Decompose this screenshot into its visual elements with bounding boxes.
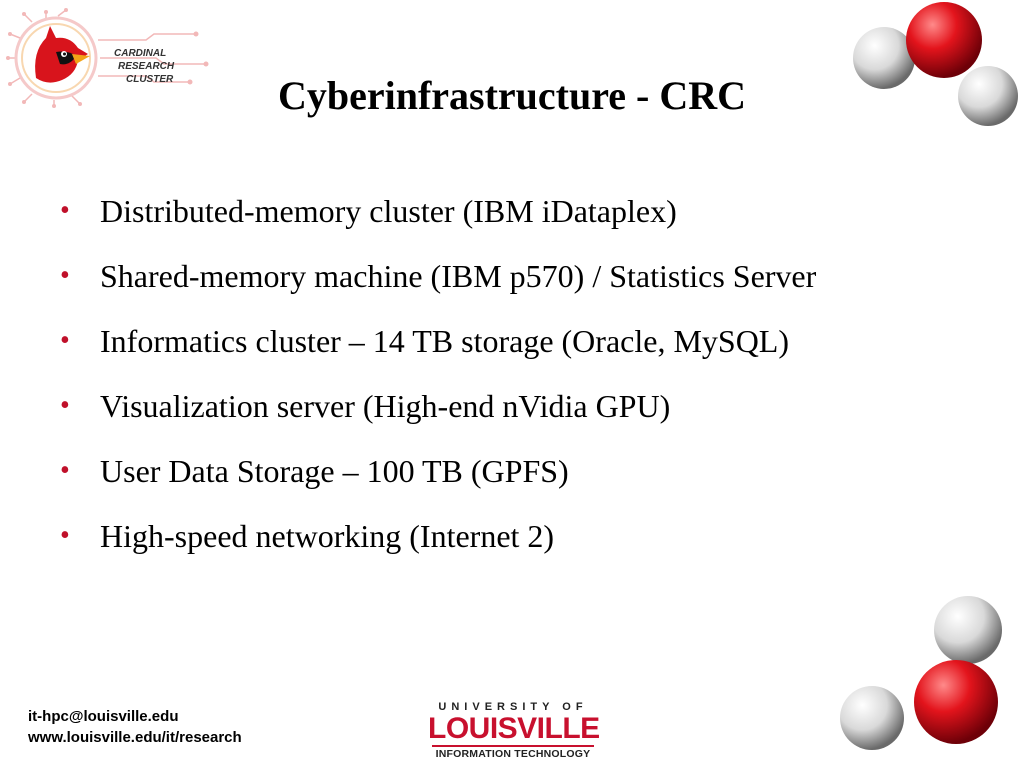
logo-text-research: RESEARCH: [118, 61, 175, 72]
bullet-list: • Distributed-memory cluster (IBM iDatap…: [58, 188, 978, 578]
bullet-text: High-speed networking (Internet 2): [100, 518, 555, 554]
logo-divider: [432, 745, 594, 747]
contact-url: www.louisville.edu/it/research: [28, 729, 242, 746]
bullet-item: • Visualization server (High-end nVidia …: [58, 383, 978, 429]
logo-text-cardinal: CARDINAL: [114, 48, 166, 59]
bullet-text: Informatics cluster – 14 TB storage (Ora…: [100, 323, 789, 359]
bullet-marker: •: [60, 260, 70, 291]
bullet-text: User Data Storage – 100 TB (GPFS): [100, 453, 569, 489]
bullet-text: Distributed-memory cluster (IBM iDataple…: [100, 193, 677, 229]
bullet-marker: •: [60, 195, 70, 226]
university-of-louisville-logo: UNIVERSITY OF LOUISVILLE INFORMATION TEC…: [428, 700, 600, 762]
logo-university-of: UNIVERSITY OF: [438, 701, 588, 713]
bullet-item: • Distributed-memory cluster (IBM iDatap…: [58, 188, 978, 234]
bullet-marker: •: [60, 520, 70, 551]
bullet-item: • User Data Storage – 100 TB (GPFS): [58, 448, 978, 494]
bullet-text: Visualization server (High-end nVidia GP…: [100, 388, 671, 424]
logo-text-cluster: CLUSTER: [126, 74, 174, 85]
logo-louisville: LOUISVILLE: [428, 712, 600, 745]
logo-information-technology: INFORMATION TECHNOLOGY: [435, 748, 591, 760]
bullet-marker: •: [60, 455, 70, 486]
water-molecule-icon: [836, 590, 1024, 768]
slide-title: Cyberinfrastructure - CRC: [277, 73, 747, 118]
bullet-marker: •: [60, 325, 70, 356]
contact-email: it-hpc@louisville.edu: [28, 708, 179, 725]
cardinal-research-cluster-logo: CARDINAL RESEARCH CLUSTER: [6, 8, 226, 108]
bullet-marker: •: [60, 390, 70, 421]
bullet-item: • Shared-memory machine (IBM p570) / Sta…: [58, 253, 978, 299]
bullet-item: • Informatics cluster – 14 TB storage (O…: [58, 318, 978, 364]
bullet-item: • High-speed networking (Internet 2): [58, 513, 978, 559]
cardinal-bird-icon: CARDINAL RESEARCH CLUSTER: [6, 8, 209, 108]
water-molecule-icon: [846, 0, 1024, 130]
footer-contact: it-hpc@louisville.edu www.louisville.edu…: [28, 706, 242, 748]
bullet-text: Shared-memory machine (IBM p570) / Stati…: [100, 258, 817, 294]
